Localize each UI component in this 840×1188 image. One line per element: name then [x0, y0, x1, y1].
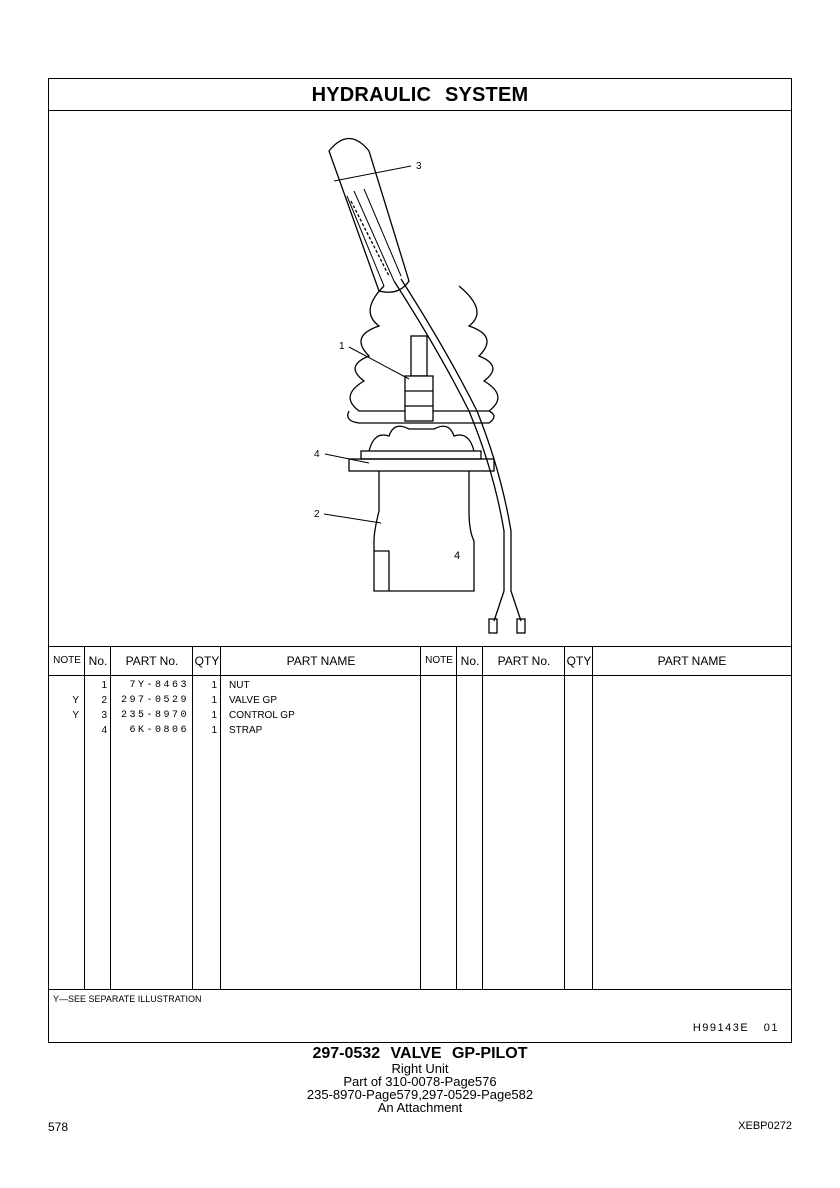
page-number: 578	[48, 1120, 69, 1134]
row-part-no: 7Y-8463	[129, 680, 189, 691]
caption-title: 297-0532 VALVE GP-PILOT	[312, 1045, 528, 1062]
row-no: 1	[101, 680, 107, 691]
callout-4: 4	[314, 449, 320, 460]
parts-table: NOTE No. PART No. QTY PART NAME NOTE No.…	[49, 646, 791, 990]
callout-3: 3	[416, 161, 422, 172]
row-qty: 1	[211, 680, 217, 691]
body-mark: 4	[454, 550, 460, 562]
pilot-valve-drawing: 4 1 2 3 4	[314, 137, 526, 634]
row-no: 4	[101, 725, 107, 736]
row-qty: 1	[211, 725, 217, 736]
row-part-name: STRAP	[229, 725, 263, 736]
header-part-name-2: PART NAME	[657, 654, 727, 668]
header-no: No.	[88, 654, 108, 668]
row-part-name: NUT	[229, 680, 250, 691]
row-part-no: 235-8970	[120, 710, 189, 721]
caption: 297-0532 VALVE GP-PILOT Right Unit Part …	[0, 1045, 840, 1115]
header-note-2: NOTE	[425, 655, 453, 666]
table-header: NOTE No. PART No. QTY PART NAME NOTE No.…	[49, 647, 791, 676]
header-no-2: No.	[460, 654, 480, 668]
header-part-no: PART No.	[125, 654, 179, 668]
header-part-name: PART NAME	[286, 654, 356, 668]
header-qty: QTY	[194, 654, 220, 668]
row-qty: 1	[211, 710, 217, 721]
caption-line: Right Unit	[391, 1061, 449, 1076]
table-row: Y 2 297-0529 1 VALVE GP	[49, 693, 421, 708]
parts-frame: HYDRAULIC SYSTEM 4	[48, 78, 792, 1043]
table-footer: Y—SEE SEPARATE ILLUSTRATION H99143E 01	[49, 989, 791, 1043]
row-note: Y	[72, 710, 79, 721]
header-qty-2: QTY	[566, 654, 592, 668]
table-row: Y 3 235-8970 1 CONTROL GP	[49, 708, 421, 723]
footnote: Y—SEE SEPARATE ILLUSTRATION	[53, 994, 202, 1004]
row-no: 2	[101, 695, 107, 706]
caption-line: An Attachment	[377, 1100, 463, 1115]
row-part-no: 6K-0806	[129, 725, 189, 736]
table-row: 1 7Y-8463 1 NUT	[49, 678, 421, 693]
section-title: HYDRAULIC SYSTEM	[49, 79, 791, 111]
caption-line: 235-8970-Page579,297-0529-Page582	[306, 1087, 534, 1102]
row-note: Y	[72, 695, 79, 706]
exploded-illustration: 4 1 2 3 4	[49, 111, 791, 646]
row-part-name: VALVE GP	[229, 695, 277, 706]
row-no: 3	[101, 710, 107, 721]
row-part-name: CONTROL GP	[229, 710, 295, 721]
document-code: XEBP0272	[738, 1120, 792, 1132]
callout-1: 1	[339, 341, 345, 352]
caption-line: Part of 310-0078-Page576	[343, 1074, 497, 1089]
illustration-code: H99143E 01	[692, 1022, 779, 1034]
row-qty: 1	[211, 695, 217, 706]
row-part-no: 297-0529	[120, 695, 189, 706]
callout-2: 2	[314, 509, 320, 520]
header-part-no-2: PART No.	[497, 654, 551, 668]
header-note: NOTE	[53, 655, 81, 666]
table-row: 4 6K-0806 1 STRAP	[49, 723, 421, 738]
